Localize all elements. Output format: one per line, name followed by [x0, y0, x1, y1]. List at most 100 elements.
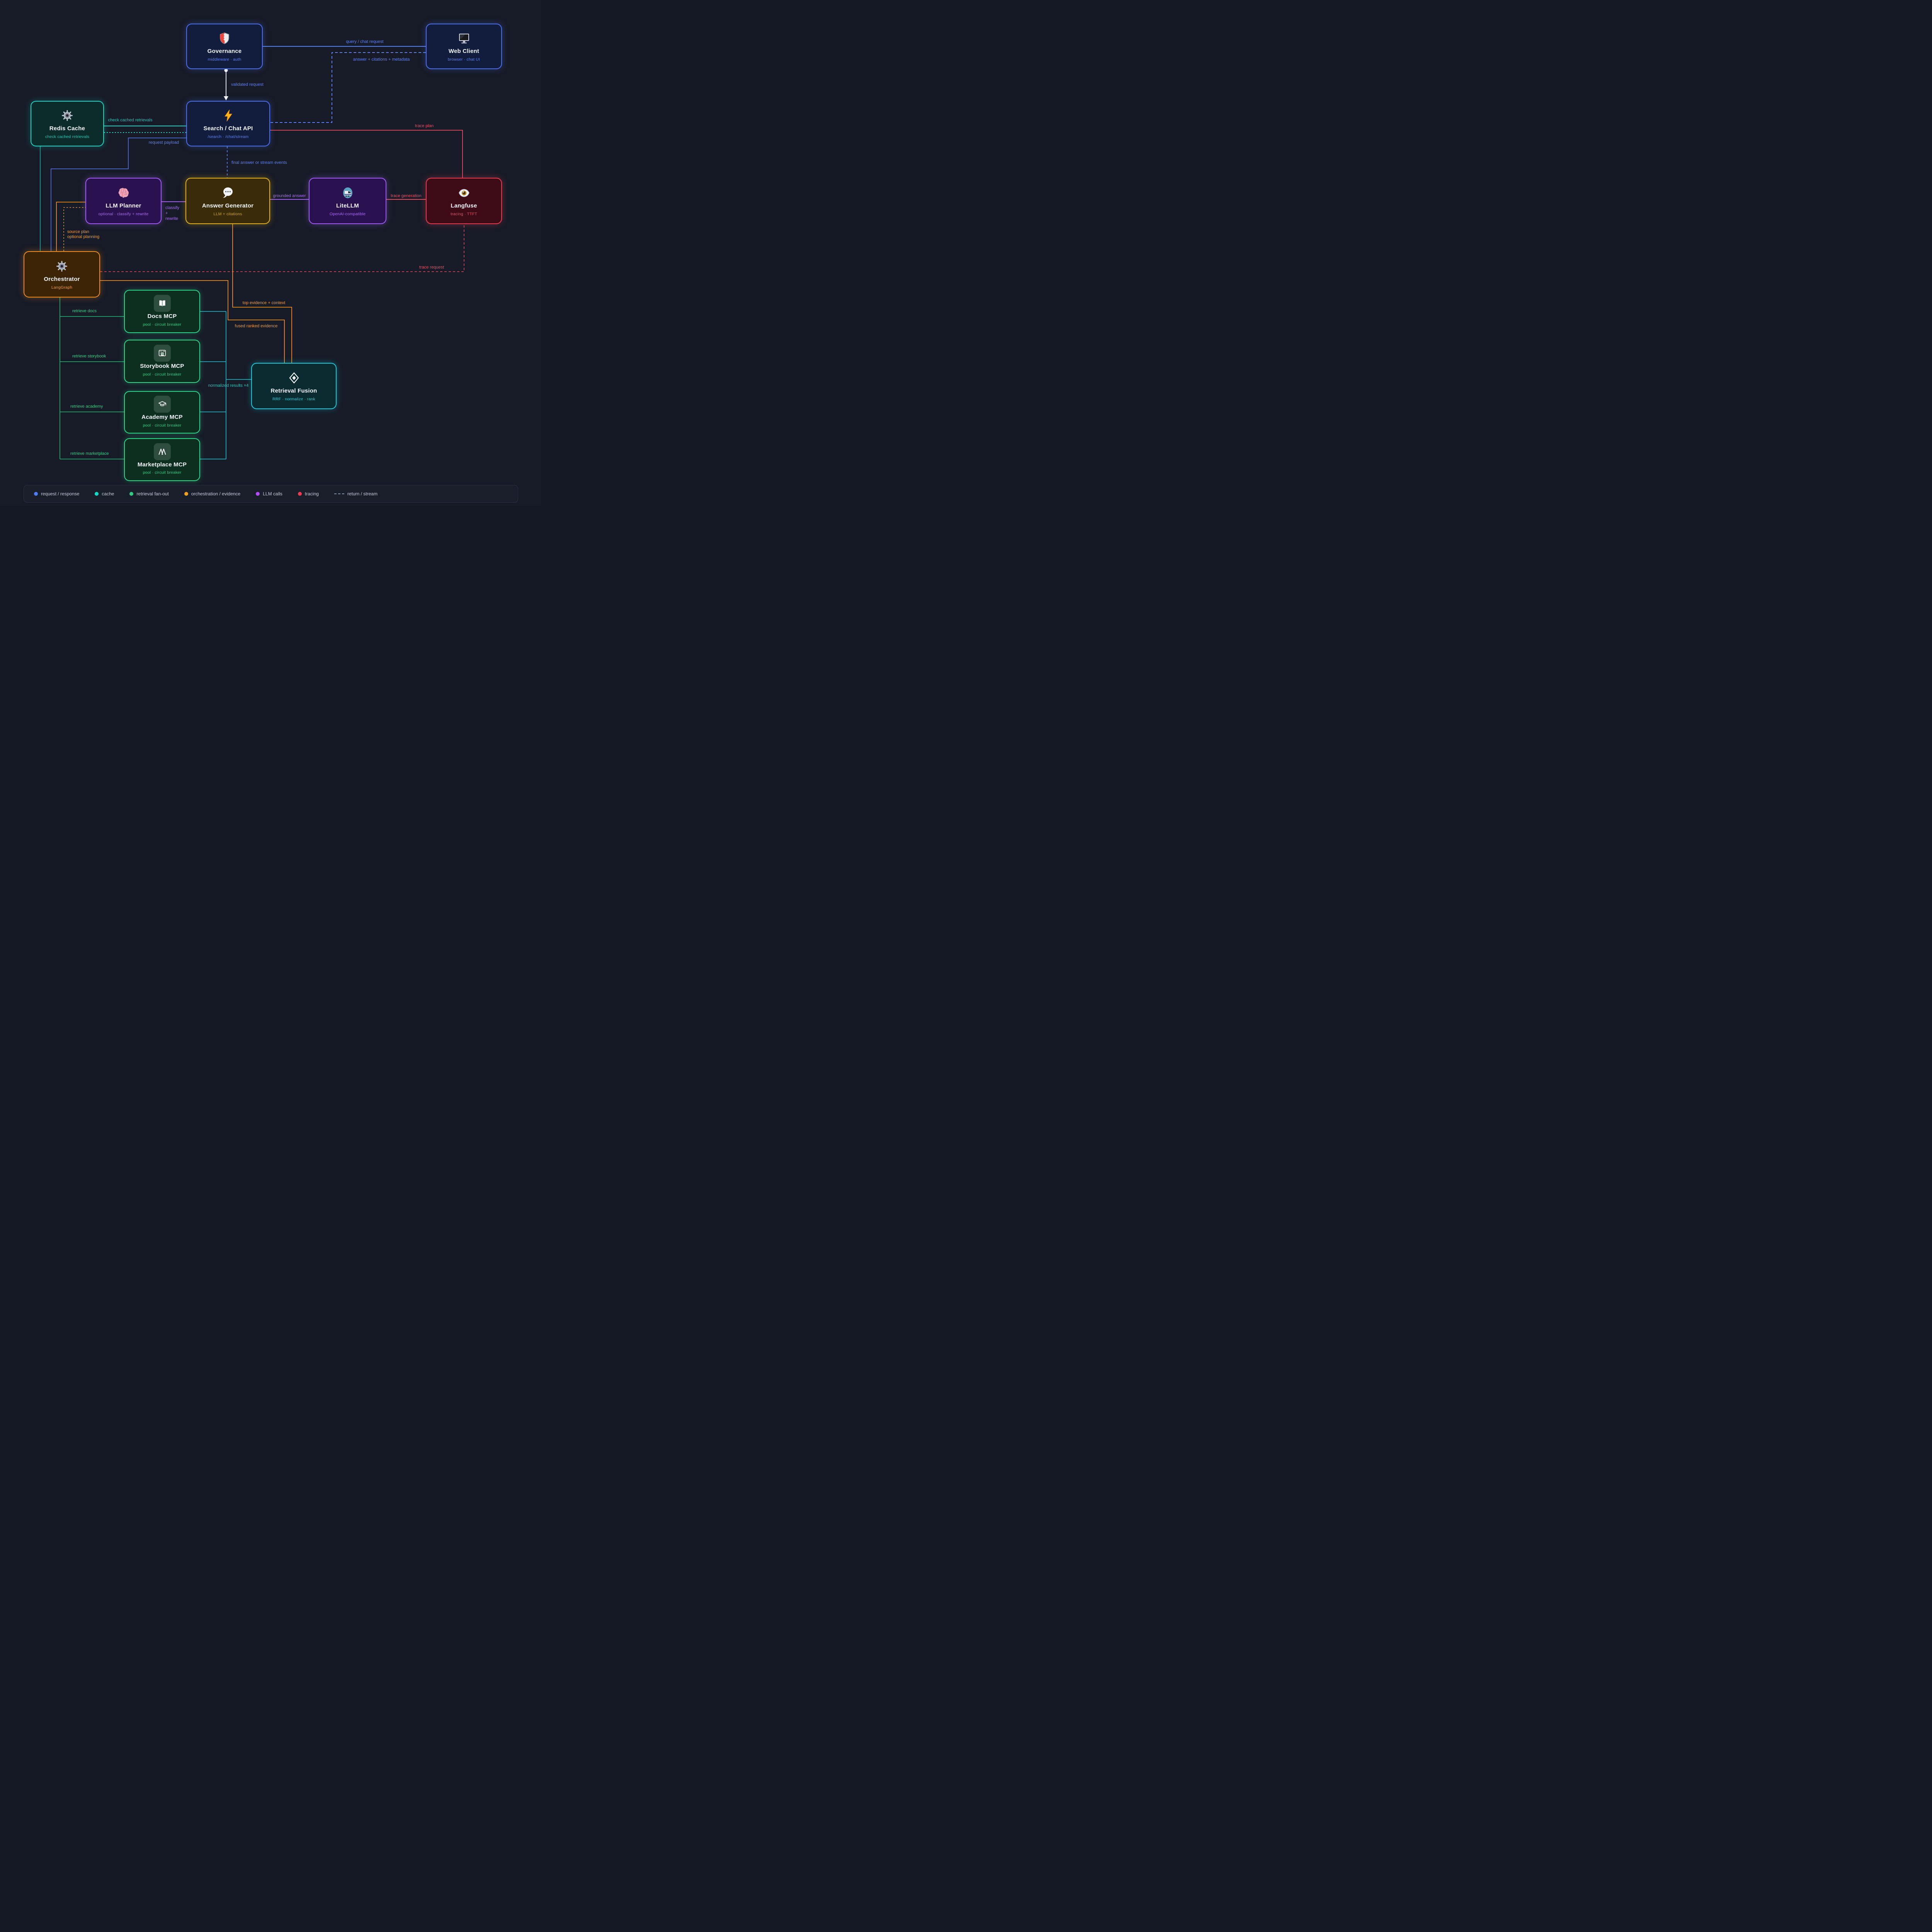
- node-title: Redis Cache: [49, 125, 85, 132]
- node-title: Orchestrator: [44, 276, 80, 283]
- open-book-icon: [153, 295, 171, 312]
- node-title: Governance: [207, 48, 242, 55]
- node-answer-generator[interactable]: Answer Generator LLM + citations: [185, 178, 270, 224]
- edge-webclient-searchapi-return: [270, 52, 426, 123]
- node-storybook-mcp[interactable]: S Storybook MCP pool · circuit breaker: [124, 340, 200, 383]
- edge-label: +: [165, 211, 168, 216]
- eye-icon: [457, 185, 471, 200]
- edge-label: trace request: [419, 265, 444, 270]
- node-title: Marketplace MCP: [137, 461, 187, 468]
- node-subtitle: LangGraph: [51, 285, 73, 290]
- node-title: Academy MCP: [141, 414, 183, 421]
- node-orchestrator[interactable]: Orchestrator LangGraph: [24, 251, 100, 298]
- legend-dot-green: [129, 492, 134, 496]
- edge-orchestrator-planner: [56, 202, 85, 251]
- brain-icon: [117, 185, 130, 200]
- legend-dot-red: [298, 492, 302, 496]
- legend-label: retrieval fan-out: [136, 491, 169, 497]
- edge-searchapi-langfuse-traceplan: [270, 130, 463, 178]
- node-subtitle: pool · circuit breaker: [143, 322, 182, 327]
- node-academy-mcp[interactable]: Academy MCP pool · circuit breaker: [124, 391, 200, 434]
- node-subtitle: pool · circuit breaker: [143, 372, 182, 377]
- node-retrieval-fusion[interactable]: Retrieval Fusion RRF · normalize · rank: [251, 363, 337, 409]
- edge-label: classify: [165, 206, 180, 210]
- legend-label: return / stream: [347, 491, 378, 497]
- legend-item-tracing: tracing: [298, 491, 319, 497]
- node-title: Langfuse: [451, 202, 477, 209]
- legend-label: request / response: [41, 491, 80, 497]
- legend-label: tracing: [304, 491, 319, 497]
- node-subtitle: pool · circuit breaker: [143, 423, 182, 428]
- edge-label: final answer or stream events: [231, 160, 287, 165]
- node-langfuse[interactable]: Langfuse tracing · TTFT: [426, 178, 502, 224]
- edge-label: retrieve storybook: [72, 354, 106, 359]
- legend-label: orchestration / evidence: [191, 491, 241, 497]
- node-subtitle: check cached retrievals: [45, 134, 90, 139]
- node-redis-cache[interactable]: Redis Cache check cached retrievals: [31, 101, 104, 146]
- node-governance[interactable]: Governance middleware · auth: [186, 24, 263, 69]
- node-subtitle: LLM + citations: [213, 211, 242, 216]
- edge-label: fused ranked evidence: [235, 324, 278, 328]
- node-web-client[interactable]: Web Client browser · chat UI: [426, 24, 502, 69]
- legend-item-llm-calls: LLM calls: [256, 491, 282, 497]
- node-marketplace-mcp[interactable]: Marketplace MCP pool · circuit breaker: [124, 438, 200, 481]
- node-subtitle: OpenAI-compatible: [329, 211, 366, 216]
- legend-dot-blue: [34, 492, 38, 496]
- edge-label: trace plan: [415, 124, 434, 128]
- storybook-window-icon: S: [153, 345, 171, 362]
- node-subtitle: /search · /chat/stream: [207, 134, 249, 139]
- svg-text:S: S: [161, 352, 163, 356]
- legend-item-return-stream: return / stream: [334, 491, 378, 497]
- lightning-icon: [222, 108, 235, 123]
- node-title: Web Client: [448, 48, 480, 55]
- edge-label: trace generation: [391, 194, 422, 198]
- diamond-icon: [287, 371, 301, 385]
- node-title: LiteLLM: [336, 202, 359, 209]
- node-title: Docs MCP: [147, 313, 177, 320]
- legend-item-retrieval-fanout: retrieval fan-out: [129, 491, 169, 497]
- node-llm-planner[interactable]: LLM Planner optional · classify + rewrit…: [85, 178, 162, 224]
- legend-item-orchestration: orchestration / evidence: [184, 491, 240, 497]
- node-subtitle: RRF · normalize · rank: [272, 396, 315, 401]
- edge-label: top evidence + context: [243, 301, 285, 305]
- edge-label: check cached retrievals: [108, 118, 153, 122]
- node-title: LLM Planner: [105, 202, 141, 209]
- edge-label: normalized results ×4: [208, 383, 249, 388]
- legend-dot-teal: [95, 492, 99, 496]
- node-docs-mcp[interactable]: Docs MCP pool · circuit breaker: [124, 290, 200, 333]
- edge-label: retrieve marketplace: [70, 451, 109, 456]
- train-icon: [341, 185, 354, 200]
- edge-label: query / chat request: [346, 39, 383, 44]
- node-subtitle: tracing · TTFT: [450, 211, 478, 216]
- node-search-chat-api[interactable]: Search / Chat API /search · /chat/stream: [186, 101, 270, 146]
- edge-label: answer + citations + metadata: [353, 57, 410, 62]
- node-title: Answer Generator: [202, 202, 254, 209]
- architecture-diagram: query / chat request answer + citations …: [0, 0, 541, 506]
- edge-label: rewrite: [165, 216, 178, 221]
- edge-orchestrator-planner-sourceplan: [63, 207, 85, 251]
- node-subtitle: browser · chat UI: [447, 57, 480, 62]
- legend-label: LLM calls: [263, 491, 282, 497]
- edge-arrowhead: [224, 96, 228, 100]
- legend-dot-orange: [184, 492, 188, 496]
- desktop-icon: [457, 31, 471, 46]
- node-title: Search / Chat API: [203, 125, 253, 132]
- node-subtitle: optional · classify + rewrite: [98, 211, 149, 216]
- edge-orchestrator-langfuse-tracerequest: [100, 224, 464, 272]
- edge-label: grounded answer: [273, 194, 306, 198]
- legend-dot-purple: [256, 492, 260, 496]
- legend-item-request-response: request / response: [34, 491, 79, 497]
- edge-label: source plan: [67, 230, 89, 234]
- mountain-m-icon: [153, 443, 171, 460]
- legend-dash-icon: [334, 493, 344, 494]
- node-subtitle: pool · circuit breaker: [143, 470, 182, 475]
- node-subtitle: middleware · auth: [207, 57, 242, 62]
- gear-icon: [55, 259, 68, 274]
- gear-icon: [61, 108, 74, 123]
- node-litellm[interactable]: LiteLLM OpenAI-compatible: [309, 178, 386, 224]
- legend: request / response cache retrieval fan-o…: [24, 485, 518, 503]
- speech-balloon-icon: [221, 185, 235, 200]
- edge-fusion-generator-evidence: [232, 224, 292, 363]
- edge-label: retrieve academy: [70, 404, 103, 409]
- node-title: Storybook MCP: [140, 363, 184, 370]
